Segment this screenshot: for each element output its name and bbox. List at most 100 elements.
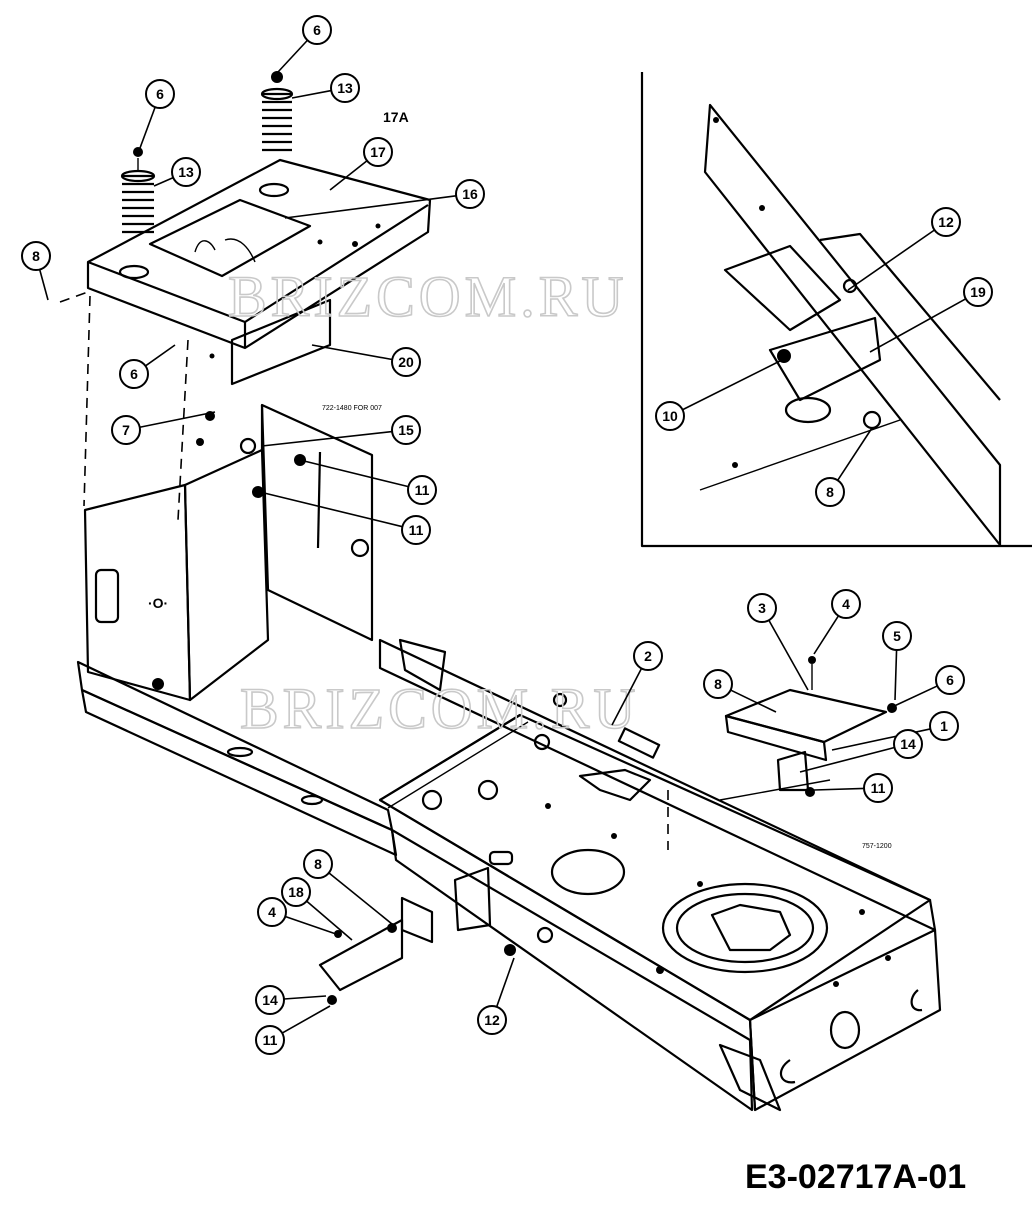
callout-14: 14 xyxy=(799,729,923,773)
callout-circle xyxy=(633,641,663,671)
callout-circle xyxy=(863,773,893,803)
callout-circle xyxy=(477,1005,507,1035)
callout-leader xyxy=(894,649,898,701)
callout-leader xyxy=(869,298,967,353)
callout-number: 8 xyxy=(826,484,834,500)
callout-circle xyxy=(703,669,733,699)
callout-number: 8 xyxy=(714,676,722,692)
callout-circle xyxy=(119,359,149,389)
callout-leader xyxy=(261,430,393,447)
callout-4: 4 xyxy=(257,897,337,935)
callout-8: 8 xyxy=(303,849,393,925)
callout-number: 11 xyxy=(871,780,886,796)
note-a: 722-1480 FOR 007 xyxy=(322,405,382,412)
callout-circle xyxy=(391,415,421,445)
callout-leader xyxy=(283,995,327,1000)
callout-circle xyxy=(893,729,923,759)
callout-number: 6 xyxy=(946,672,954,688)
callout-8: 8 xyxy=(815,427,873,507)
callout-number: 13 xyxy=(337,80,353,96)
svg-text:·O·: ·O· xyxy=(148,595,168,611)
callout-11: 11 xyxy=(813,773,893,803)
callout-number: 1 xyxy=(940,718,948,734)
assembly-label: 17A xyxy=(383,109,409,125)
callout-6: 6 xyxy=(119,344,176,389)
callout-leader xyxy=(328,872,393,925)
callout-circle xyxy=(963,277,993,307)
callout-leader xyxy=(730,689,777,713)
callout-leader xyxy=(813,787,865,791)
callout-leader xyxy=(139,106,156,149)
callout-6: 6 xyxy=(277,15,332,73)
callout-circle xyxy=(815,477,845,507)
callout-leader xyxy=(284,915,337,935)
callout-leader xyxy=(281,1005,331,1034)
spring-right xyxy=(260,71,294,152)
callout-circle xyxy=(407,475,437,505)
callout-circle xyxy=(391,347,421,377)
callout-number: 14 xyxy=(900,736,916,752)
callout-number: 15 xyxy=(398,422,414,438)
callout-leader xyxy=(847,229,935,291)
callout-circle xyxy=(363,137,393,167)
callout-circle xyxy=(929,711,959,741)
callout-number: 5 xyxy=(893,628,901,644)
callout-number: 6 xyxy=(130,366,138,382)
callout-number: 4 xyxy=(268,904,276,920)
callout-circle xyxy=(655,401,685,431)
callout-leader xyxy=(291,89,332,99)
callout-leader xyxy=(682,359,783,411)
seat-plate xyxy=(86,158,432,386)
callout-4: 4 xyxy=(813,589,861,655)
callout-leader xyxy=(153,176,174,187)
callout-circle xyxy=(935,665,965,695)
spring-left xyxy=(120,147,156,234)
callout-7: 7 xyxy=(111,411,216,445)
callout-number: 20 xyxy=(398,354,414,370)
callout-circle xyxy=(255,985,285,1015)
callout-leader xyxy=(611,668,643,726)
callout-6: 6 xyxy=(889,665,965,709)
callout-6: 6 xyxy=(139,79,175,149)
callout-number: 12 xyxy=(938,214,954,230)
note-b: 757-1200 xyxy=(862,843,892,850)
callout-leader xyxy=(38,269,49,301)
main-frame xyxy=(76,638,942,1112)
callout-5: 5 xyxy=(882,621,912,701)
callout-number: 2 xyxy=(644,648,652,664)
callout-leader xyxy=(306,900,353,941)
callout-number: 11 xyxy=(409,522,424,538)
callout-circle xyxy=(255,1025,285,1055)
watermark-top: BRIZCOM.RU xyxy=(228,264,627,329)
callout-number: 13 xyxy=(178,164,194,180)
callout-19: 19 xyxy=(869,277,993,353)
detail-inset xyxy=(640,72,1032,548)
callout-20: 20 xyxy=(311,344,421,377)
callout-leader xyxy=(259,491,403,528)
left-bracket xyxy=(318,896,434,1005)
callout-circle xyxy=(401,515,431,545)
callout-number: 10 xyxy=(662,408,678,424)
callout-circle xyxy=(747,593,777,623)
callout-number: 11 xyxy=(263,1032,278,1048)
callout-number: 8 xyxy=(314,856,322,872)
drawing-code: E3-02717A-01 xyxy=(745,1158,966,1196)
callout-number: 7 xyxy=(122,422,130,438)
callout-number: 6 xyxy=(313,22,321,38)
rear-bracket: ·O· xyxy=(83,403,374,702)
callout-circle xyxy=(257,897,287,927)
callout-circle xyxy=(455,179,485,209)
callout-8: 8 xyxy=(703,669,777,713)
callout-2: 2 xyxy=(611,641,663,726)
callout-16: 16 xyxy=(284,179,485,219)
callout-leader xyxy=(277,39,309,73)
assembly-guides xyxy=(59,291,669,850)
callout-number: 19 xyxy=(970,284,986,300)
callout-leader xyxy=(813,615,840,655)
callout-circle xyxy=(882,621,912,651)
callout-number: 3 xyxy=(758,600,766,616)
callout-number: 12 xyxy=(484,1012,500,1028)
callout-leader xyxy=(144,344,176,367)
